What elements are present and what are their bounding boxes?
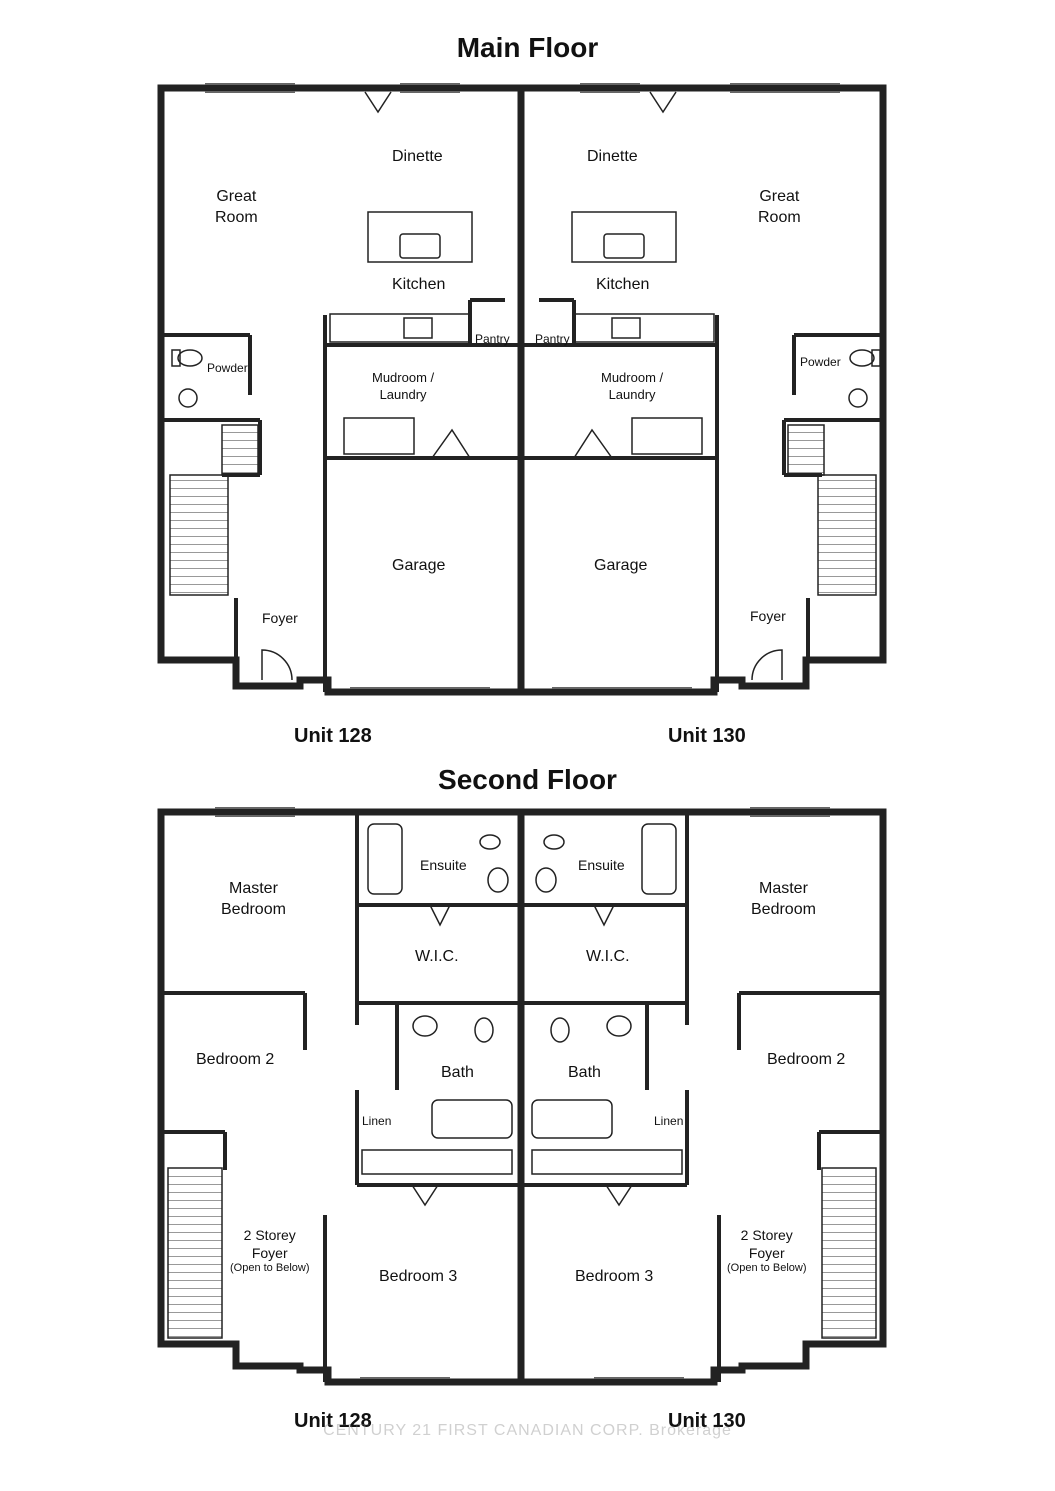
main-right-outer-wall [521, 84, 887, 696]
main-left-outer-wall [157, 84, 525, 696]
great-room-line1: Great [216, 188, 257, 205]
room-master-right: Master Bedroom [751, 879, 816, 921]
room-bedroom3-left: Bedroom 3 [379, 1268, 458, 1285]
second-unit-128-label: Unit 128 [294, 1410, 372, 1432]
foyer2-line3: (Open to Below) [727, 1262, 807, 1274]
mudroom-line2: Laundry [608, 386, 656, 402]
mudroom-line2: Laundry [379, 386, 427, 402]
room-kitchen-right: Kitchen [596, 276, 650, 293]
foyer2-line1: 2 Storey [740, 1227, 793, 1243]
room-garage-right: Garage [594, 557, 648, 574]
room-bath-right: Bath [568, 1064, 601, 1081]
room-powder-right: Powder [800, 355, 841, 369]
mudroom-line1: Mudroom / [372, 370, 435, 385]
foyer2-line2: Foyer [748, 1244, 785, 1261]
master-line1: Master [759, 880, 808, 897]
main-unit-128-label: Unit 128 [294, 725, 372, 747]
great-room-line1: Great [759, 188, 800, 205]
room-bath-left: Bath [441, 1064, 474, 1081]
second-floor-title: Second Floor [438, 764, 617, 795]
great-room-line2: Room [215, 208, 258, 226]
second-right-outer-wall [521, 808, 887, 1386]
foyer2-line2: Foyer [251, 1244, 288, 1261]
room-wic-right: W.I.C. [586, 948, 630, 965]
room-ensuite-left: Ensuite [420, 857, 467, 873]
brokerage-watermark: CENTURY 21 FIRST CANADIAN CORP. Brokerag… [323, 1422, 732, 1439]
room-kitchen-left: Kitchen [392, 276, 446, 293]
main-unit-130-label: Unit 130 [668, 725, 746, 747]
room-foyer-left: Foyer [262, 610, 298, 626]
room-foyer2-right: 2 Storey Foyer (Open to Below) [727, 1227, 806, 1276]
room-great-room-left: Great Room [215, 187, 258, 229]
room-garage-left: Garage [392, 557, 446, 574]
room-bedroom2-left: Bedroom 2 [196, 1051, 275, 1068]
room-ensuite-right: Ensuite [578, 857, 625, 873]
room-foyer2-left: 2 Storey Foyer (Open to Below) [230, 1227, 309, 1276]
master-line2: Bedroom [221, 900, 286, 918]
room-bedroom3-right: Bedroom 3 [575, 1268, 654, 1285]
main-floor-plan [157, 83, 887, 696]
master-line2: Bedroom [751, 900, 816, 918]
room-powder-left: Powder [207, 361, 248, 375]
room-dinette-right: Dinette [587, 148, 638, 165]
main-floor-title: Main Floor [456, 32, 599, 63]
room-bedroom2-right: Bedroom 2 [767, 1051, 846, 1068]
room-pantry-right: Pantry [535, 332, 570, 346]
master-line1: Master [229, 880, 278, 897]
room-mudroom-left: Mudroom / Laundry [372, 370, 434, 404]
mudroom-line1: Mudroom / [601, 370, 664, 385]
room-linen-left: Linen [362, 1114, 392, 1128]
second-unit-130-label: Unit 130 [668, 1410, 746, 1432]
room-foyer-right: Foyer [750, 608, 786, 624]
room-dinette-left: Dinette [392, 148, 443, 165]
foyer2-line1: 2 Storey [243, 1227, 296, 1243]
foyer2-line3: (Open to Below) [230, 1262, 310, 1274]
second-floor-plan [157, 807, 887, 1386]
room-mudroom-right: Mudroom / Laundry [601, 370, 663, 404]
room-great-room-right: Great Room [758, 187, 801, 229]
room-master-left: Master Bedroom [221, 879, 286, 921]
room-wic-left: W.I.C. [415, 948, 459, 965]
room-linen-right: Linen [654, 1114, 684, 1128]
room-pantry-left: Pantry [475, 332, 510, 346]
great-room-line2: Room [758, 208, 801, 226]
